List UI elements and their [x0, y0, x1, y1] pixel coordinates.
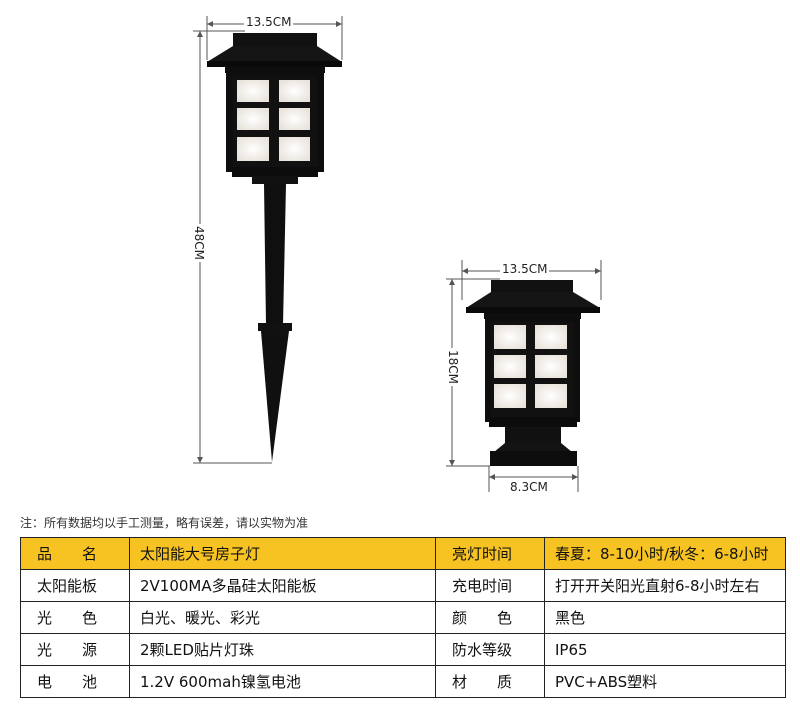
spec-value: 太阳能大号房子灯	[129, 537, 436, 570]
stake-lamp	[193, 16, 343, 464]
spec-key: 亮灯时间	[435, 537, 545, 570]
table-row: 太阳能板 2V100MA多晶硅太阳能板 充电时间 打开开关阳光直射6-8小时左右	[20, 569, 786, 602]
post-lamp	[446, 260, 602, 492]
spec-value: 打开开关阳光直射6-8小时左右	[544, 569, 786, 602]
table-row: 电 池 1.2V 600mah镍氢电池 材 质 PVC+ABS塑料	[20, 665, 786, 698]
product-illustration: 13.5CM 48CM 13.5CM 18CM 8.3CM	[192, 15, 602, 494]
spec-key: 光 源	[20, 633, 130, 666]
spec-key: 电 池	[20, 665, 130, 698]
spec-key: 太阳能板	[20, 569, 130, 602]
table-row: 光 色 白光、暖光、彩光 颜 色 黑色	[20, 601, 786, 634]
spec-value: 白光、暖光、彩光	[129, 601, 436, 634]
spec-value: 春夏：8-10小时/秋冬：6-8小时	[544, 537, 786, 570]
spec-key: 品 名	[20, 537, 130, 570]
stake-height-label: 48CM	[192, 223, 207, 263]
lamp-drawings	[193, 16, 602, 492]
measurement-note: 注：所有数据均以手工测量，略有误差，请以实物为准	[20, 516, 309, 530]
table-row: 光 源 2颗LED贴片灯珠 防水等级 IP65	[20, 633, 786, 666]
table-row: 品 名 太阳能大号房子灯 亮灯时间 春夏：8-10小时/秋冬：6-8小时	[20, 537, 786, 570]
spec-table: 品 名 太阳能大号房子灯 亮灯时间 春夏：8-10小时/秋冬：6-8小时 太阳能…	[20, 537, 786, 698]
spec-value: 2颗LED贴片灯珠	[129, 633, 436, 666]
spec-value: PVC+ABS塑料	[544, 665, 786, 698]
post-height-label: 18CM	[446, 347, 461, 387]
post-base-width-label: 8.3CM	[508, 480, 550, 494]
stake-width-label: 13.5CM	[244, 15, 294, 29]
spec-value: 1.2V 600mah镍氢电池	[129, 665, 436, 698]
spec-key: 充电时间	[435, 569, 545, 602]
spec-key: 颜 色	[435, 601, 545, 634]
spec-value: 黑色	[544, 601, 786, 634]
spec-value: IP65	[544, 633, 786, 666]
spec-key: 光 色	[20, 601, 130, 634]
spec-key: 材 质	[435, 665, 545, 698]
post-top-width-label: 13.5CM	[500, 262, 550, 276]
spec-value: 2V100MA多晶硅太阳能板	[129, 569, 436, 602]
spec-key: 防水等级	[435, 633, 545, 666]
